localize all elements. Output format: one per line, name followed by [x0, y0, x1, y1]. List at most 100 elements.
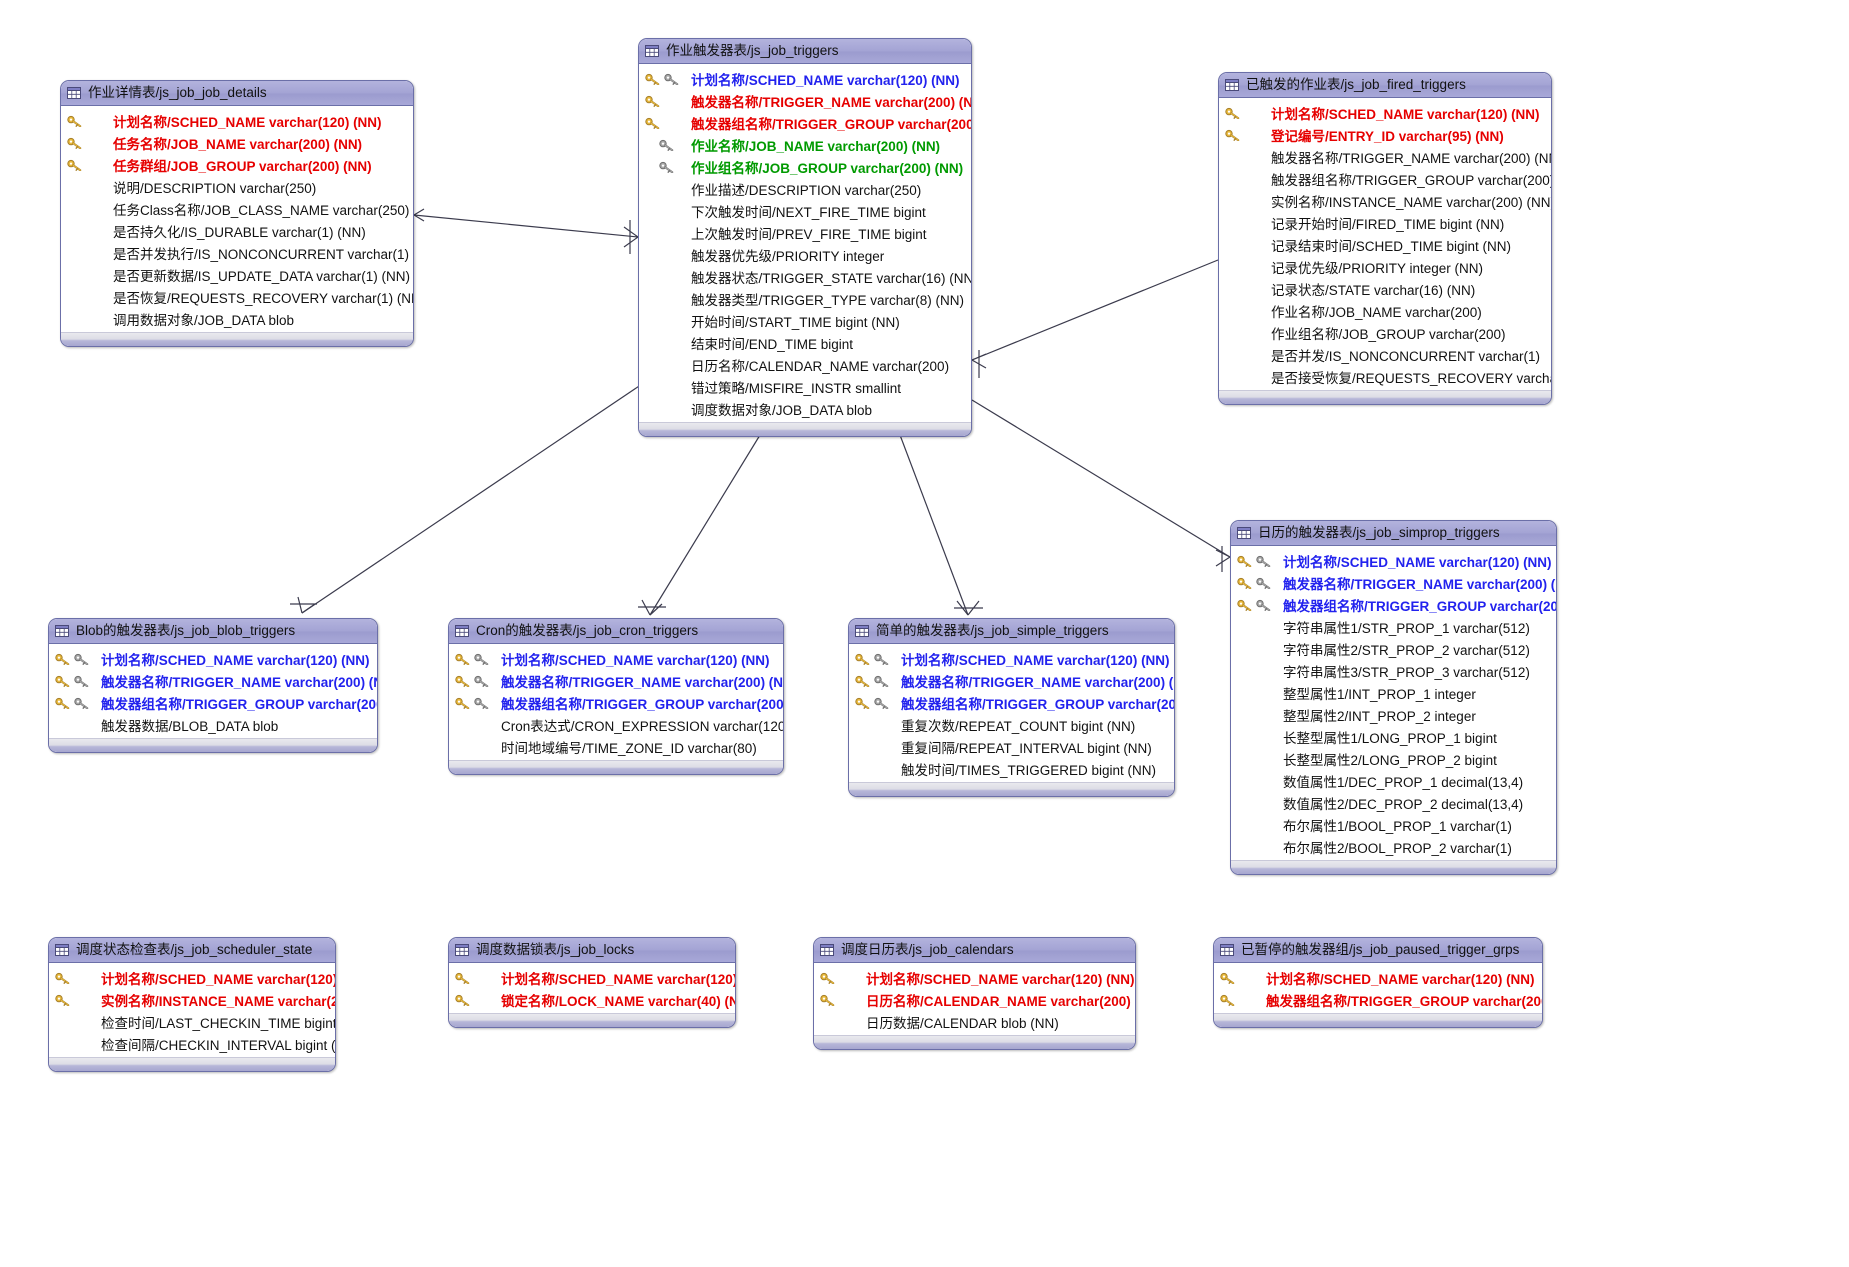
- entity-title-js_job_cron_triggers[interactable]: Cron的触发器表/js_job_cron_triggers: [449, 619, 783, 644]
- attribute-row[interactable]: 是否恢复/REQUESTS_RECOVERY varchar(1) (NN): [61, 286, 413, 308]
- attribute-row[interactable]: 调度数据对象/JOB_DATA blob: [639, 398, 971, 420]
- attribute-row[interactable]: 作业名称/JOB_NAME varchar(200) (NN): [639, 134, 971, 156]
- attribute-row[interactable]: 检查时间/LAST_CHECKIN_TIME bigint (NN): [49, 1011, 335, 1033]
- attribute-row[interactable]: 错过策略/MISFIRE_INSTR smallint: [639, 376, 971, 398]
- entity-title-js_job_blob_triggers[interactable]: Blob的触发器表/js_job_blob_triggers: [49, 619, 377, 644]
- attribute-row[interactable]: 触发器名称/TRIGGER_NAME varchar(200) (NN): [1231, 572, 1556, 594]
- attribute-row[interactable]: 整型属性2/INT_PROP_2 integer: [1231, 704, 1556, 726]
- attribute-row[interactable]: 计划名称/SCHED_NAME varchar(120) (NN): [639, 68, 971, 90]
- attribute-row[interactable]: 整型属性1/INT_PROP_1 integer: [1231, 682, 1556, 704]
- entity-js_job_scheduler_state[interactable]: 调度状态检查表/js_job_scheduler_state 计划名称/SCHED…: [48, 937, 336, 1072]
- attribute-row[interactable]: 上次触发时间/PREV_FIRE_TIME bigint: [639, 222, 971, 244]
- attribute-row[interactable]: 任务Class名称/JOB_CLASS_NAME varchar(250) (N…: [61, 198, 413, 220]
- attribute-row[interactable]: 长整型属性2/LONG_PROP_2 bigint: [1231, 748, 1556, 770]
- attribute-row[interactable]: 长整型属性1/LONG_PROP_1 bigint: [1231, 726, 1556, 748]
- attribute-row[interactable]: 数值属性1/DEC_PROP_1 decimal(13,4): [1231, 770, 1556, 792]
- attribute-row[interactable]: 计划名称/SCHED_NAME varchar(120) (NN): [449, 648, 783, 670]
- attribute-row[interactable]: 实例名称/INSTANCE_NAME varchar(200) (NN): [49, 989, 335, 1011]
- entity-title-js_job_job_details[interactable]: 作业详情表/js_job_job_details: [61, 81, 413, 106]
- attribute-row[interactable]: 登记编号/ENTRY_ID varchar(95) (NN): [1219, 124, 1551, 146]
- attribute-row[interactable]: 字符串属性2/STR_PROP_2 varchar(512): [1231, 638, 1556, 660]
- attribute-row[interactable]: 记录开始时间/FIRED_TIME bigint (NN): [1219, 212, 1551, 234]
- attribute-row[interactable]: 触发器组名称/TRIGGER_GROUP varchar(200) (NN): [1231, 594, 1556, 616]
- entity-js_job_cron_triggers[interactable]: Cron的触发器表/js_job_cron_triggers 计划名称/SCHED…: [448, 618, 784, 775]
- attribute-row[interactable]: 日历名称/CALENDAR_NAME varchar(200): [639, 354, 971, 376]
- attribute-row[interactable]: 实例名称/INSTANCE_NAME varchar(200) (NN): [1219, 190, 1551, 212]
- attribute-row[interactable]: 触发器组名称/TRIGGER_GROUP varchar(200) (NN): [449, 692, 783, 714]
- entity-js_job_triggers[interactable]: 作业触发器表/js_job_triggers 计划名称/SCHED_NAME va…: [638, 38, 972, 437]
- attribute-row[interactable]: 数值属性2/DEC_PROP_2 decimal(13,4): [1231, 792, 1556, 814]
- attribute-row[interactable]: 计划名称/SCHED_NAME varchar(120) (NN): [449, 967, 735, 989]
- attribute-row[interactable]: 是否并发/IS_NONCONCURRENT varchar(1): [1219, 344, 1551, 366]
- attribute-row[interactable]: 触发器组名称/TRIGGER_GROUP varchar(200) (NN): [1214, 989, 1542, 1011]
- entity-title-js_job_paused_trigger_grps[interactable]: 已暂停的触发器组/js_job_paused_trigger_grps: [1214, 938, 1542, 963]
- attribute-row[interactable]: 锁定名称/LOCK_NAME varchar(40) (NN): [449, 989, 735, 1011]
- entity-title-js_job_simple_triggers[interactable]: 简单的触发器表/js_job_simple_triggers: [849, 619, 1174, 644]
- entity-js_job_paused_trigger_grps[interactable]: 已暂停的触发器组/js_job_paused_trigger_grps 计划名称/…: [1213, 937, 1543, 1028]
- attribute-row[interactable]: 记录优先级/PRIORITY integer (NN): [1219, 256, 1551, 278]
- attribute-row[interactable]: 说明/DESCRIPTION varchar(250): [61, 176, 413, 198]
- attribute-row[interactable]: 布尔属性2/BOOL_PROP_2 varchar(1): [1231, 836, 1556, 858]
- attribute-row[interactable]: 计划名称/SCHED_NAME varchar(120) (NN): [49, 648, 377, 670]
- entity-title-js_job_simprop_triggers[interactable]: 日历的触发器表/js_job_simprop_triggers: [1231, 521, 1556, 546]
- attribute-row[interactable]: 日历名称/CALENDAR_NAME varchar(200) (NN): [814, 989, 1135, 1011]
- attribute-row[interactable]: 计划名称/SCHED_NAME varchar(120) (NN): [814, 967, 1135, 989]
- attribute-row[interactable]: 日历数据/CALENDAR blob (NN): [814, 1011, 1135, 1033]
- entity-title-js_job_scheduler_state[interactable]: 调度状态检查表/js_job_scheduler_state: [49, 938, 335, 963]
- attribute-row[interactable]: 计划名称/SCHED_NAME varchar(120) (NN): [49, 967, 335, 989]
- attribute-row[interactable]: Cron表达式/CRON_EXPRESSION varchar(120) (NN…: [449, 714, 783, 736]
- attribute-row[interactable]: 计划名称/SCHED_NAME varchar(120) (NN): [1231, 550, 1556, 572]
- entity-js_job_simprop_triggers[interactable]: 日历的触发器表/js_job_simprop_triggers 计划名称/SCHE…: [1230, 520, 1557, 875]
- attribute-row[interactable]: 触发时间/TIMES_TRIGGERED bigint (NN): [849, 758, 1174, 780]
- attribute-row[interactable]: 重复次数/REPEAT_COUNT bigint (NN): [849, 714, 1174, 736]
- attribute-row[interactable]: 计划名称/SCHED_NAME varchar(120) (NN): [61, 110, 413, 132]
- attribute-row[interactable]: 触发器组名称/TRIGGER_GROUP varchar(200) (NN): [49, 692, 377, 714]
- attribute-row[interactable]: 触发器名称/TRIGGER_NAME varchar(200) (NN): [449, 670, 783, 692]
- entity-title-js_job_locks[interactable]: 调度数据锁表/js_job_locks: [449, 938, 735, 963]
- attribute-row[interactable]: 记录状态/STATE varchar(16) (NN): [1219, 278, 1551, 300]
- attribute-row[interactable]: 是否更新数据/IS_UPDATE_DATA varchar(1) (NN): [61, 264, 413, 286]
- attribute-row[interactable]: 触发器优先级/PRIORITY integer: [639, 244, 971, 266]
- entity-js_job_calendars[interactable]: 调度日历表/js_job_calendars 计划名称/SCHED_NAME va…: [813, 937, 1136, 1050]
- entity-js_job_locks[interactable]: 调度数据锁表/js_job_locks 计划名称/SCHED_NAME varch…: [448, 937, 736, 1028]
- attribute-row[interactable]: 作业组名称/JOB_GROUP varchar(200) (NN): [639, 156, 971, 178]
- attribute-row[interactable]: 字符串属性1/STR_PROP_1 varchar(512): [1231, 616, 1556, 638]
- entity-title-js_job_triggers[interactable]: 作业触发器表/js_job_triggers: [639, 39, 971, 64]
- entity-js_job_blob_triggers[interactable]: Blob的触发器表/js_job_blob_triggers 计划名称/SCHED…: [48, 618, 378, 753]
- attribute-row[interactable]: 计划名称/SCHED_NAME varchar(120) (NN): [1219, 102, 1551, 124]
- attribute-row[interactable]: 触发器组名称/TRIGGER_GROUP varchar(200) (NN): [639, 112, 971, 134]
- attribute-row[interactable]: 是否持久化/IS_DURABLE varchar(1) (NN): [61, 220, 413, 242]
- attribute-row[interactable]: 触发器名称/TRIGGER_NAME varchar(200) (NN): [49, 670, 377, 692]
- attribute-row[interactable]: 触发器名称/TRIGGER_NAME varchar(200) (NN): [849, 670, 1174, 692]
- attribute-row[interactable]: 检查间隔/CHECKIN_INTERVAL bigint (NN): [49, 1033, 335, 1055]
- attribute-row[interactable]: 触发器名称/TRIGGER_NAME varchar(200) (NN): [639, 90, 971, 112]
- attribute-row[interactable]: 触发器数据/BLOB_DATA blob: [49, 714, 377, 736]
- attribute-row[interactable]: 作业组名称/JOB_GROUP varchar(200): [1219, 322, 1551, 344]
- attribute-row[interactable]: 是否接受恢复/REQUESTS_RECOVERY varchar(1): [1219, 366, 1551, 388]
- attribute-row[interactable]: 触发器状态/TRIGGER_STATE varchar(16) (NN): [639, 266, 971, 288]
- attribute-row[interactable]: 触发器组名称/TRIGGER_GROUP varchar(200) (NN): [1219, 168, 1551, 190]
- attribute-row[interactable]: 字符串属性3/STR_PROP_3 varchar(512): [1231, 660, 1556, 682]
- attribute-row[interactable]: 触发器类型/TRIGGER_TYPE varchar(8) (NN): [639, 288, 971, 310]
- attribute-row[interactable]: 是否并发执行/IS_NONCONCURRENT varchar(1) (NN): [61, 242, 413, 264]
- entity-title-js_job_calendars[interactable]: 调度日历表/js_job_calendars: [814, 938, 1135, 963]
- entity-js_job_job_details[interactable]: 作业详情表/js_job_job_details 计划名称/SCHED_NAME …: [60, 80, 414, 347]
- attribute-row[interactable]: 作业名称/JOB_NAME varchar(200): [1219, 300, 1551, 322]
- attribute-row[interactable]: 时间地域编号/TIME_ZONE_ID varchar(80): [449, 736, 783, 758]
- attribute-row[interactable]: 下次触发时间/NEXT_FIRE_TIME bigint: [639, 200, 971, 222]
- attribute-row[interactable]: 重复间隔/REPEAT_INTERVAL bigint (NN): [849, 736, 1174, 758]
- attribute-row[interactable]: 布尔属性1/BOOL_PROP_1 varchar(1): [1231, 814, 1556, 836]
- attribute-row[interactable]: 触发器组名称/TRIGGER_GROUP varchar(200) (NN): [849, 692, 1174, 714]
- attribute-row[interactable]: 结束时间/END_TIME bigint: [639, 332, 971, 354]
- attribute-row[interactable]: 作业描述/DESCRIPTION varchar(250): [639, 178, 971, 200]
- attribute-row[interactable]: 开始时间/START_TIME bigint (NN): [639, 310, 971, 332]
- attribute-row[interactable]: 计划名称/SCHED_NAME varchar(120) (NN): [849, 648, 1174, 670]
- attribute-row[interactable]: 记录结束时间/SCHED_TIME bigint (NN): [1219, 234, 1551, 256]
- attribute-row[interactable]: 任务名称/JOB_NAME varchar(200) (NN): [61, 132, 413, 154]
- entity-js_job_simple_triggers[interactable]: 简单的触发器表/js_job_simple_triggers 计划名称/SCHED…: [848, 618, 1175, 797]
- attribute-row[interactable]: 计划名称/SCHED_NAME varchar(120) (NN): [1214, 967, 1542, 989]
- attribute-row[interactable]: 调用数据对象/JOB_DATA blob: [61, 308, 413, 330]
- attribute-row[interactable]: 触发器名称/TRIGGER_NAME varchar(200) (NN): [1219, 146, 1551, 168]
- attribute-row[interactable]: 任务群组/JOB_GROUP varchar(200) (NN): [61, 154, 413, 176]
